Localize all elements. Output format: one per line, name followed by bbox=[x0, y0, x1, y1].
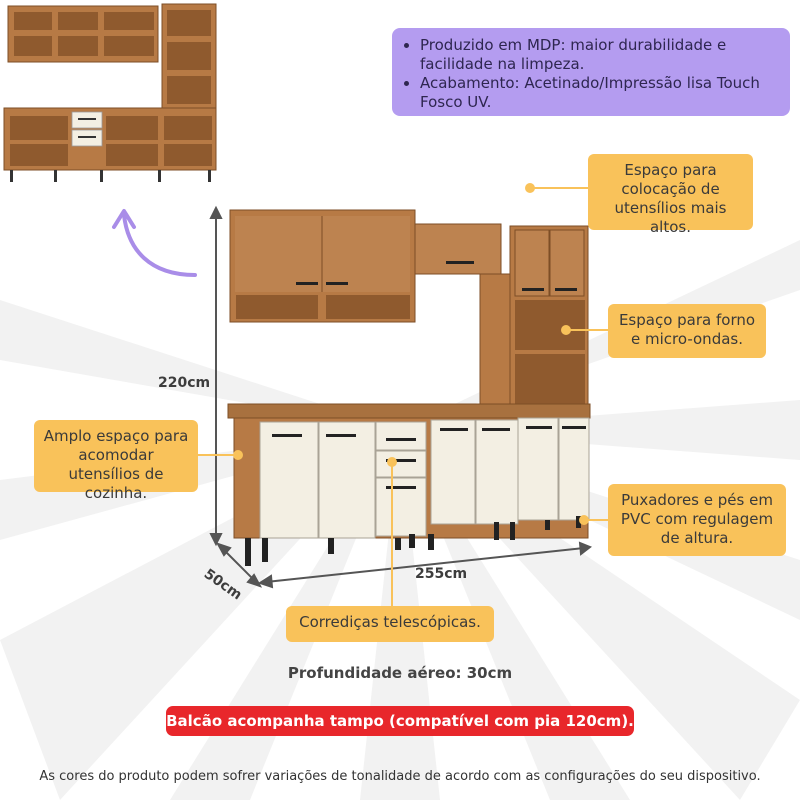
color-disclaimer: As cores do produto podem sofrer variaçõ… bbox=[39, 769, 761, 784]
features-box: Produzido em MDP: maior durabilidade e f… bbox=[392, 28, 790, 116]
height-dimension: 220cm bbox=[158, 375, 211, 391]
feature-item: Produzido em MDP: maior durabilidade e f… bbox=[420, 36, 780, 74]
callout-oven-space: Espaço para forno e micro-ondas. bbox=[608, 304, 766, 358]
thumbnail-open-view bbox=[3, 3, 217, 182]
width-dimension: 255cm bbox=[415, 566, 468, 582]
curved-arrow-icon bbox=[112, 209, 197, 277]
aerial-depth-note: Profundidade aéreo: 30cm bbox=[287, 664, 513, 682]
callout-storage: Amplo espaço para acomodar utensílios de… bbox=[34, 420, 198, 502]
callout-handles-feet: Puxadores e pés em PVC com regulagem de … bbox=[608, 484, 786, 556]
callout-slides: Corrediças telescópicas. bbox=[286, 606, 494, 642]
kitchen-illustration bbox=[209, 205, 592, 589]
feature-item: Acabamento: Acetinado/Impressão lisa Tou… bbox=[420, 74, 780, 112]
callout-tall-space: Espaço para colocação de utensílios mais… bbox=[588, 154, 753, 236]
countertop-banner: Balcão acompanha tampo (compatível com p… bbox=[166, 706, 634, 736]
